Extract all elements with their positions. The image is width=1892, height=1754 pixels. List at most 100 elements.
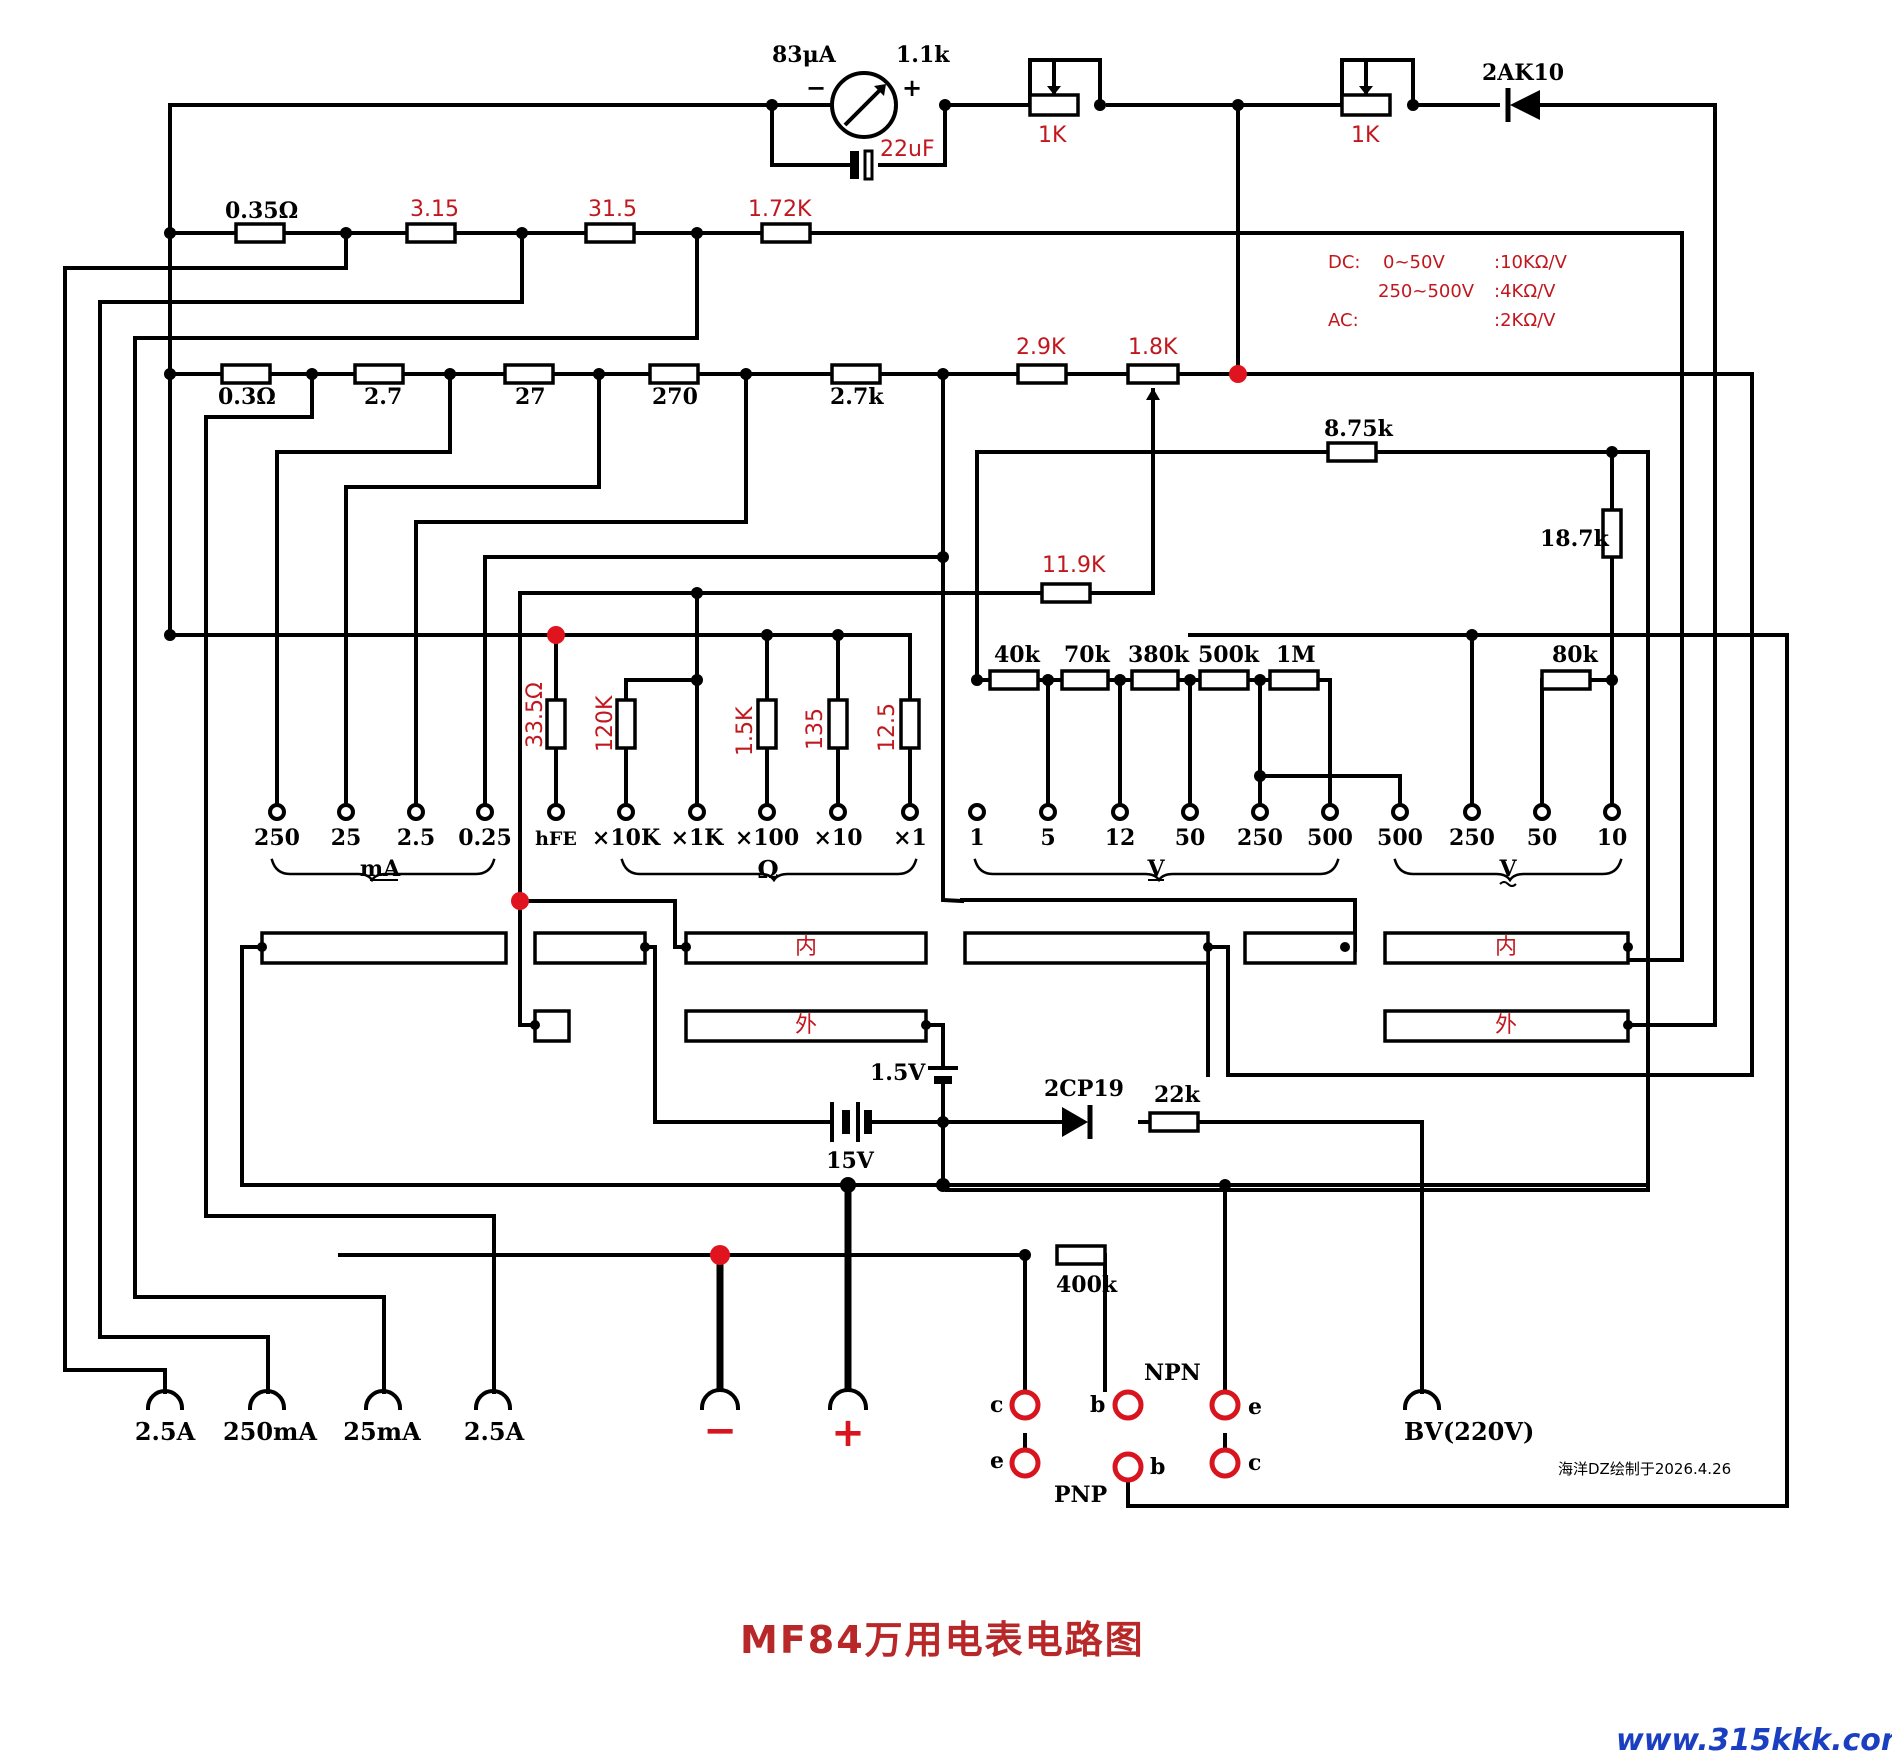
- range-label-2.5ma: 2.5: [397, 825, 435, 851]
- site-watermark: www.315kkk.com: [1616, 1723, 1892, 1754]
- r-22k-label: 22k: [1154, 1082, 1201, 1108]
- switch-outer-label-2: 外: [1495, 1013, 1517, 1038]
- author-signature: 海洋DZ绘制于2026.4.26: [1558, 1460, 1731, 1478]
- jack-minus-label: −: [703, 1408, 737, 1454]
- meter-minus-sign: −: [806, 73, 826, 102]
- meter-current-label: 83μA: [772, 42, 837, 68]
- range-label-50v: 50: [1175, 825, 1206, 851]
- battery-1.5v-label: 1.5V: [870, 1060, 926, 1086]
- range-label-x10k: ×10K: [592, 825, 661, 851]
- r-270-label: 270: [652, 384, 698, 410]
- jack-25ma-label: 25mA: [343, 1417, 421, 1446]
- sensitivity-notes: DC: 0~50V :10KΩ/V 250~500V :4KΩ/V AC: :2…: [1328, 252, 1568, 331]
- dc-chain-resistors: 0.3Ω 2.7 27 270 2.7k 2.9K 1.8K: [218, 335, 1180, 432]
- battery-15v: 15V: [826, 1102, 875, 1174]
- diode-2cp19: 2CP19: [1044, 1076, 1124, 1139]
- range-label-250ma: 250: [254, 825, 300, 851]
- junction-dots: [164, 99, 1618, 1265]
- resistor-22k: 22k: [1148, 1082, 1201, 1133]
- group-braces: mA Ω V V: [270, 855, 1623, 887]
- r-120k-label: 120K: [593, 695, 618, 752]
- ac-shunt-resistors: 0.35Ω 3.15 31.5 1.72K: [225, 197, 812, 244]
- r-0.35-label: 0.35Ω: [225, 198, 298, 224]
- r-8.75k-label: 8.75k: [1324, 416, 1394, 442]
- r-135-label: 135: [803, 708, 828, 750]
- range-label-12v: 12: [1105, 825, 1136, 851]
- socket-c1-label: c: [990, 1392, 1003, 1418]
- diode-2ak10: 2AK10: [1482, 60, 1564, 122]
- note-ac-label: AC:: [1328, 310, 1359, 331]
- potentiometer-2-label: 1K: [1351, 123, 1380, 148]
- switch-inner-label-1: 内: [795, 935, 817, 960]
- note-dc-label: DC:: [1328, 252, 1361, 273]
- socket-b1-label: b: [1090, 1392, 1105, 1418]
- note-ac-value: :2KΩ/V: [1494, 310, 1556, 331]
- range-label-x10: ×10: [813, 825, 862, 851]
- group-label-ohm: Ω: [757, 855, 778, 884]
- rotary-switch[interactable]: 内 内 外 外: [257, 931, 1633, 1043]
- potentiometer-1: 1K: [1028, 60, 1080, 148]
- meter-plus-sign: +: [902, 73, 922, 102]
- r-31.5-label: 31.5: [588, 197, 637, 222]
- r-27-label: 27: [515, 384, 546, 410]
- switch-outer-label-1: 外: [795, 1013, 817, 1038]
- range-label-hfe: hFE: [535, 828, 577, 850]
- r-2.7-label: 2.7: [364, 384, 402, 410]
- microammeter: 83μA 1.1k − +: [772, 42, 950, 139]
- range-label-x1k: ×1K: [671, 825, 725, 851]
- range-label-1v: 1: [969, 825, 984, 851]
- battery-1.5v: 1.5V: [870, 1060, 958, 1086]
- group-label-dcv: V: [1146, 856, 1165, 882]
- r-12.5-label: 12.5: [875, 703, 900, 752]
- r-3.15-label: 3.15: [410, 197, 459, 222]
- r-500k-label: 500k: [1198, 642, 1260, 668]
- r-40k-label: 40k: [994, 642, 1041, 668]
- socket-e1-label: e: [1248, 1394, 1262, 1420]
- r-80k-label: 80k: [1552, 642, 1599, 668]
- input-jacks[interactable]: 2.5A 250mA 25mA 2.5A − + BV(220V): [135, 1388, 1535, 1456]
- range-label-x1: ×1: [893, 825, 927, 851]
- note-dc-range-2: 250~500V: [1378, 281, 1475, 302]
- socket-npn-label: NPN: [1144, 1360, 1201, 1386]
- hfe-socket[interactable]: NPN PNP c b e e b c: [990, 1360, 1262, 1508]
- r-400k-label: 400k: [1056, 1272, 1118, 1298]
- range-label-50vac: 50: [1527, 825, 1558, 851]
- note-dc-value-2: :4KΩ/V: [1494, 281, 1556, 302]
- range-label-250vac: 250: [1449, 825, 1495, 851]
- r-2.9k-label: 2.9K: [1016, 335, 1066, 360]
- mid-resistors: 8.75k 18.7k 11.9K 33.5Ω 120K 1.5K 135 12…: [523, 416, 1623, 756]
- range-label-500v: 500: [1307, 825, 1353, 851]
- socket-c2-label: c: [1248, 1450, 1261, 1476]
- note-dc-range-1: 0~50V: [1383, 252, 1445, 273]
- socket-e2-label: e: [990, 1448, 1004, 1474]
- socket-pnp-label: PNP: [1054, 1482, 1107, 1508]
- r-1.72k-label: 1.72K: [748, 197, 812, 222]
- socket-b2-label: b: [1150, 1454, 1165, 1480]
- diode-2cp19-label: 2CP19: [1044, 1076, 1124, 1102]
- r-70k-label: 70k: [1064, 642, 1111, 668]
- r-18.7k-label: 18.7k: [1540, 526, 1610, 552]
- potentiometer-2: 1K: [1340, 60, 1392, 148]
- meter-resistance-label: 1.1k: [896, 42, 950, 68]
- r-1.8k-label: 1.8K: [1128, 335, 1178, 360]
- r-1m-label: 1M: [1276, 642, 1316, 668]
- r-380k-label: 380k: [1128, 642, 1190, 668]
- range-label-5v: 5: [1040, 825, 1055, 851]
- jack-2.5a-dc-label: 2.5A: [464, 1417, 525, 1446]
- range-label-250v: 250: [1237, 825, 1283, 851]
- diode-2ak10-label: 2AK10: [1482, 60, 1564, 86]
- note-dc-value-1: :10KΩ/V: [1494, 252, 1568, 273]
- r-2.7k-label: 2.7k: [830, 384, 884, 410]
- r-11.9k-label: 11.9K: [1042, 553, 1106, 578]
- range-label-0.25ma: 0.25: [458, 825, 512, 851]
- jack-bv-label: BV(220V): [1404, 1417, 1534, 1446]
- jack-2.5a-ac-label: 2.5A: [135, 1417, 196, 1446]
- group-label-acv: V: [1498, 856, 1517, 882]
- r-0.3-label: 0.3Ω: [218, 384, 276, 410]
- group-label-ma: mA: [360, 856, 401, 882]
- r-33.5-label: 33.5Ω: [523, 682, 548, 748]
- range-labels: 250 25 2.5 0.25 hFE ×10K ×1K ×100 ×10 ×1…: [254, 825, 1627, 851]
- range-terminals[interactable]: [268, 803, 1621, 821]
- diagram-title: MF84万用电表电路图: [740, 1618, 1145, 1662]
